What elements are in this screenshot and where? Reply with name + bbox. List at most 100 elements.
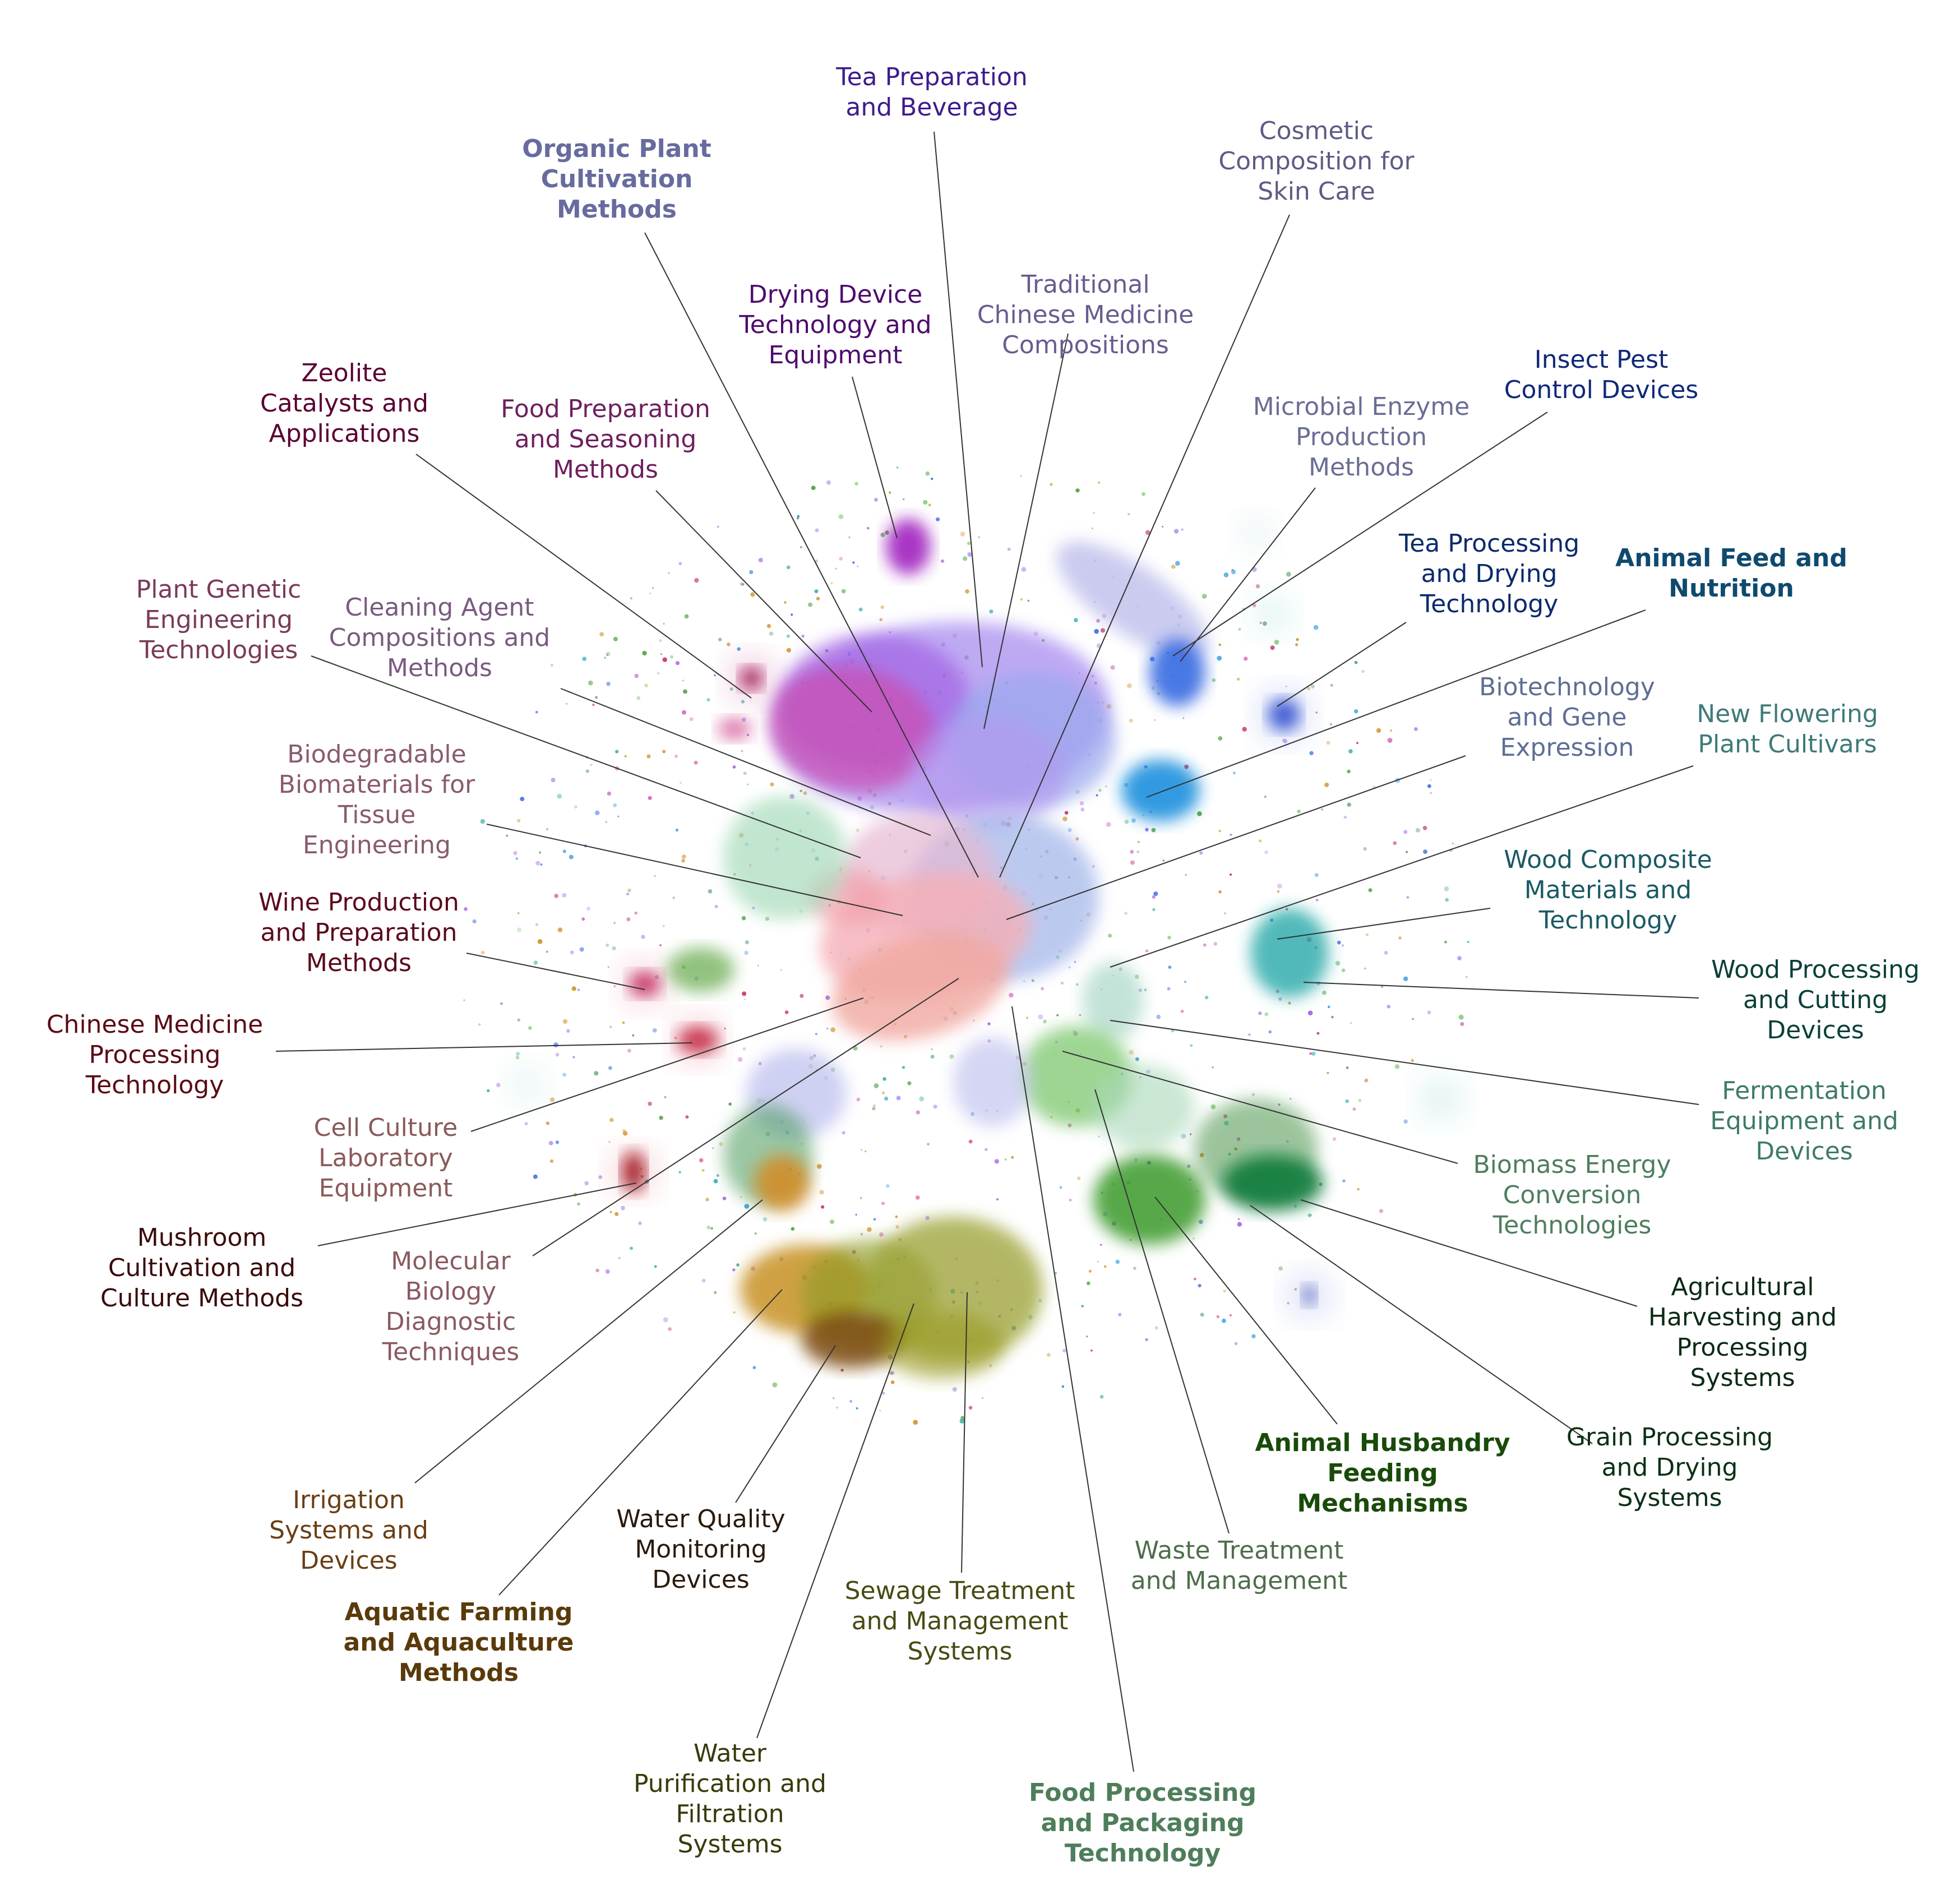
scatter-point <box>819 1190 825 1195</box>
scatter-point <box>562 1073 566 1077</box>
scatter-point <box>641 935 645 939</box>
cluster-blob <box>880 1312 1004 1379</box>
cluster-blob <box>769 666 936 792</box>
scatter-point <box>1307 687 1311 691</box>
scatter-point <box>705 1198 709 1201</box>
scatter-point <box>803 791 807 795</box>
label-line: Conversion <box>1503 1181 1642 1209</box>
scatter-point <box>890 1371 895 1375</box>
scatter-point <box>1255 584 1260 589</box>
scatter-point <box>885 530 889 535</box>
scatter-point <box>517 1018 520 1022</box>
scatter-point <box>1168 965 1172 969</box>
scatter-point <box>586 907 591 911</box>
scatter-point <box>574 805 577 809</box>
scatter-point <box>1234 1342 1238 1346</box>
scatter-point <box>741 700 745 704</box>
scatter-point <box>646 754 651 759</box>
scatter-point <box>732 1268 736 1272</box>
leader-line-water-purification <box>756 1303 914 1739</box>
scatter-point <box>577 988 580 991</box>
scatter-point <box>659 1116 663 1120</box>
scatter-point <box>612 946 616 950</box>
scatter-point <box>1087 1281 1090 1286</box>
scatter-point <box>606 682 611 686</box>
label-line: Biology <box>405 1277 496 1306</box>
scatter-point <box>811 486 816 491</box>
label-line: Catalysts and <box>260 389 428 418</box>
cluster-blob <box>678 1027 718 1053</box>
scatter-point <box>1129 718 1133 723</box>
leader-line-biomass-energy <box>1062 1051 1458 1164</box>
label-line: Methods <box>387 654 492 682</box>
label-line: Tea Preparation <box>835 63 1028 91</box>
scatter-point <box>963 556 968 561</box>
scatter-point <box>1248 1033 1251 1036</box>
scatter-point <box>706 1226 711 1230</box>
scatter-point <box>711 1147 714 1149</box>
scatter-point <box>968 1406 973 1410</box>
scatter-point <box>1363 847 1367 851</box>
label-line: Traditional <box>1020 270 1149 299</box>
scatter-point <box>557 793 562 799</box>
scatter-point <box>1167 987 1171 991</box>
scatter-point <box>903 498 905 501</box>
leader-line-wood-composite <box>1277 908 1491 940</box>
cluster-blob <box>1149 639 1205 706</box>
scatter-point <box>1264 796 1267 798</box>
label-line: Technology <box>85 1071 224 1099</box>
label-line: Wood Processing <box>1711 955 1920 984</box>
scatter-point <box>714 674 716 677</box>
scatter-point <box>1145 530 1150 535</box>
scatter-point <box>1110 665 1115 670</box>
scatter-point <box>1198 1219 1203 1224</box>
scatter-point <box>742 1047 746 1051</box>
scatter-point <box>1152 895 1156 899</box>
scatter-point <box>1216 1315 1219 1319</box>
scatter-point <box>1133 1267 1136 1270</box>
scatter-point <box>585 769 589 773</box>
scatter-point <box>861 1149 862 1151</box>
label-line: Animal Feed and <box>1615 544 1847 572</box>
scatter-point <box>605 821 607 823</box>
scatter-point <box>1190 1044 1193 1047</box>
scatter-point <box>528 1026 532 1030</box>
scatter-points <box>463 466 1470 1425</box>
scatter-point <box>588 680 593 686</box>
scatter-point <box>1460 1022 1464 1027</box>
scatter-point <box>657 672 660 674</box>
scatter-point <box>719 1142 723 1146</box>
scatter-point <box>472 919 477 923</box>
scatter-point <box>478 1023 481 1026</box>
scatter-point <box>1230 1314 1232 1316</box>
cluster-blob <box>908 718 1065 830</box>
scatter-point <box>1145 1338 1148 1341</box>
scatter-point <box>654 1265 657 1268</box>
scatter-point <box>1060 981 1064 985</box>
leader-line-plant-genetic <box>311 655 861 858</box>
scatter-point <box>1237 1218 1240 1221</box>
leader-line-zeolite <box>415 454 752 699</box>
scatter-point <box>1047 1353 1051 1357</box>
scatter-point <box>766 623 771 628</box>
scatter-point <box>1387 738 1393 743</box>
scatter-point <box>1081 1305 1084 1307</box>
scatter-point <box>1093 512 1096 514</box>
label-line: Processing <box>1677 1333 1809 1362</box>
scatter-point <box>1237 1222 1242 1227</box>
scatter-point <box>681 858 685 863</box>
scatter-point <box>618 1256 621 1260</box>
scatter-point <box>683 689 687 694</box>
scatter-point <box>1352 1107 1356 1111</box>
scatter-point <box>685 1115 689 1119</box>
scatter-point <box>808 602 813 607</box>
scatter-point <box>856 1407 858 1410</box>
label-line: Cultivation and <box>108 1254 295 1282</box>
scatter-point <box>1194 1277 1196 1281</box>
